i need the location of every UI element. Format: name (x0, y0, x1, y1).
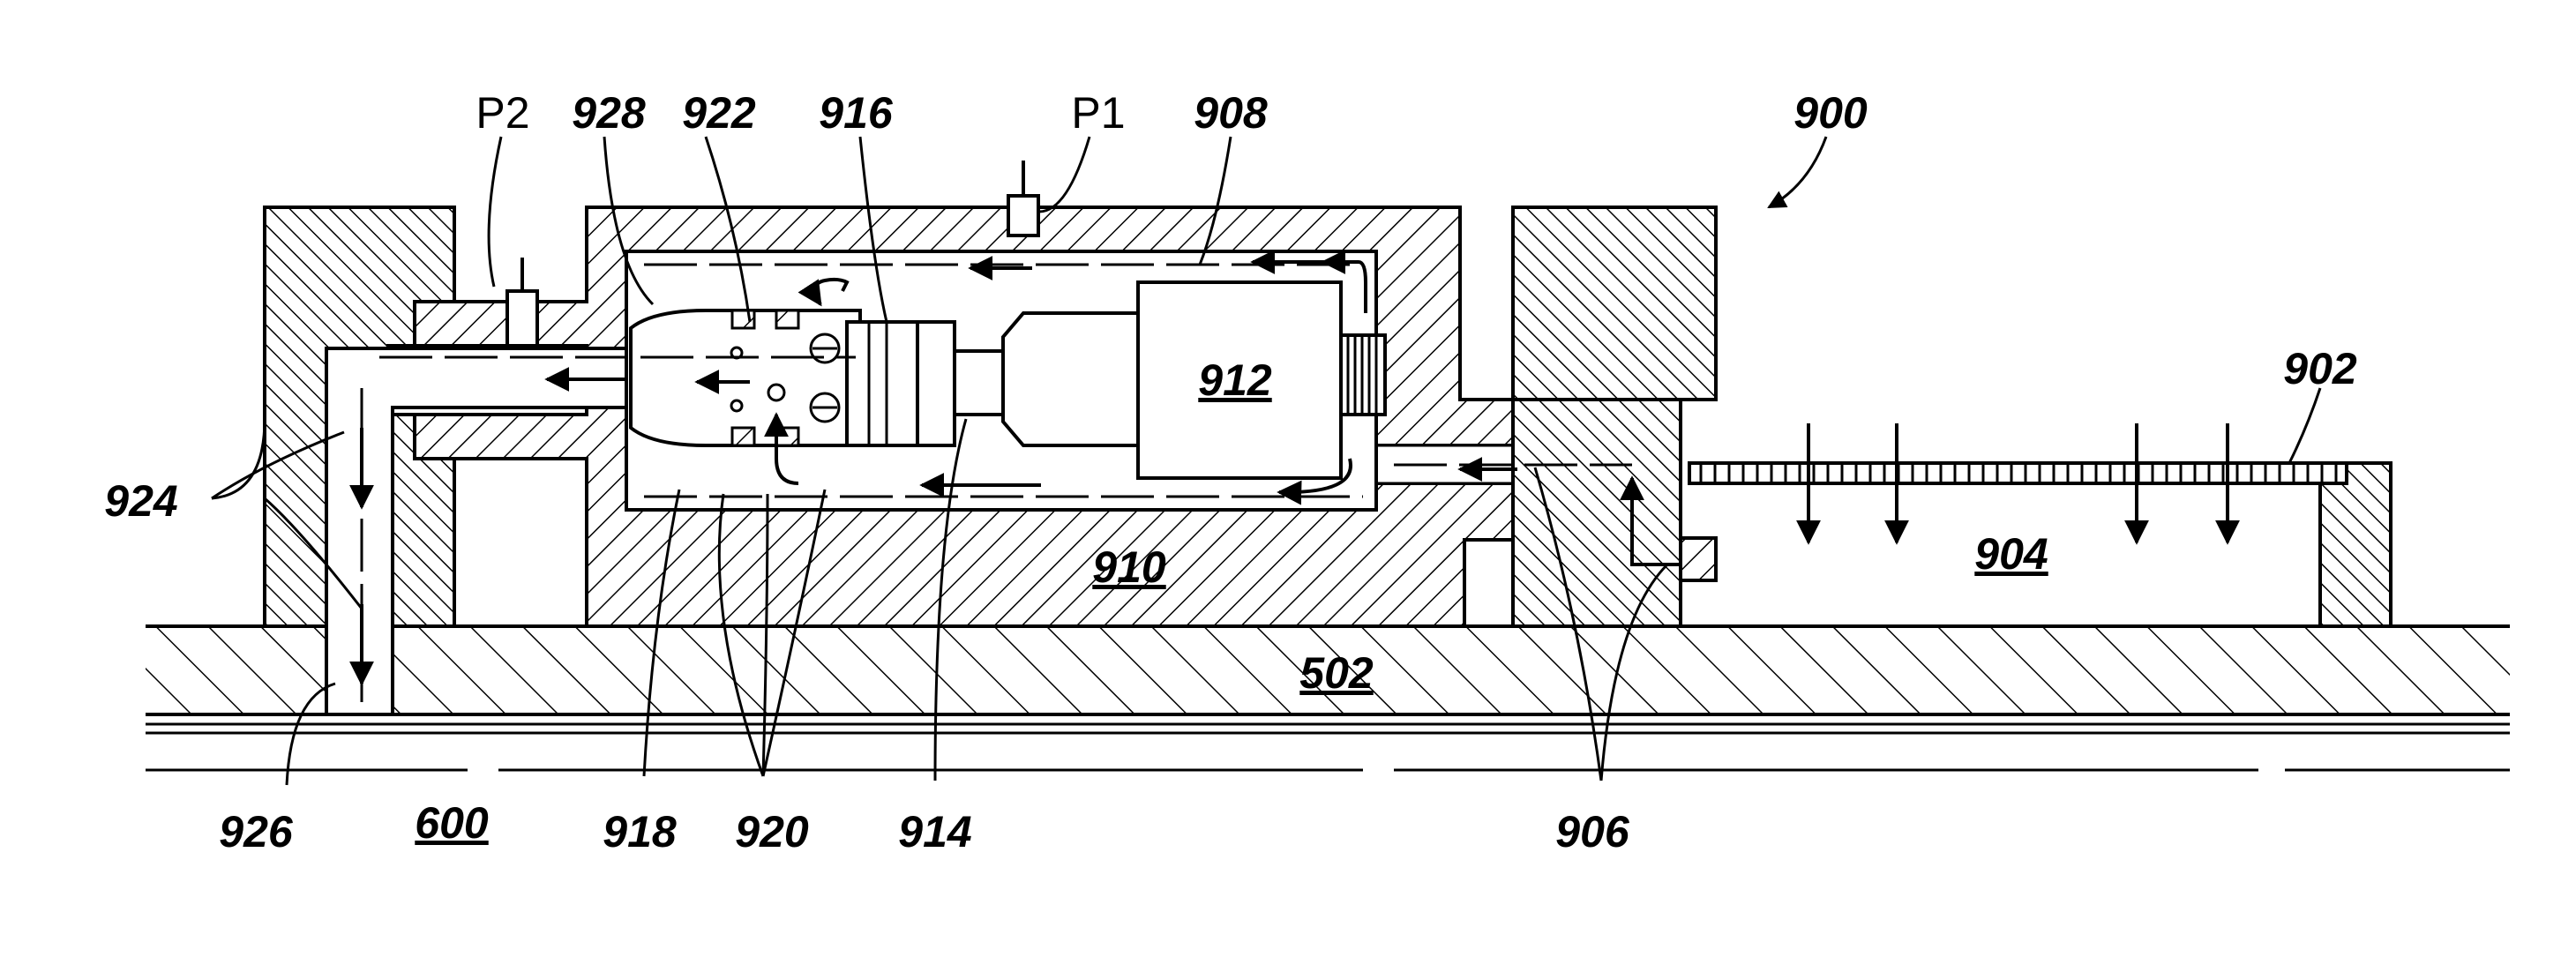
label-904: 904 (1974, 529, 2048, 579)
mesh-902 (1689, 463, 2347, 483)
label-600: 600 (415, 798, 489, 848)
sensor-p1 (1008, 161, 1038, 236)
label-924: 924 (104, 476, 177, 526)
spool-922 (631, 310, 860, 445)
label-910: 910 (1092, 542, 1166, 592)
valve-916 (847, 322, 917, 445)
label-p2: P2 (476, 88, 529, 138)
label-912: 912 (1198, 355, 1272, 405)
label-928: 928 (572, 88, 646, 138)
label-908: 908 (1194, 88, 1268, 138)
label-914: 914 (898, 807, 971, 856)
sensor-p2 (507, 258, 537, 346)
label-902: 902 (2283, 344, 2357, 393)
label-926: 926 (219, 807, 294, 856)
chamber-904 (1716, 463, 2391, 626)
label-916: 916 (819, 88, 894, 138)
label-p1: P1 (1071, 88, 1125, 138)
label-906: 906 (1555, 807, 1630, 856)
label-918: 918 (603, 807, 677, 856)
label-920: 920 (735, 807, 809, 856)
label-900: 900 (1793, 88, 1868, 138)
label-502: 502 (1299, 648, 1374, 698)
label-922: 922 (682, 88, 756, 138)
